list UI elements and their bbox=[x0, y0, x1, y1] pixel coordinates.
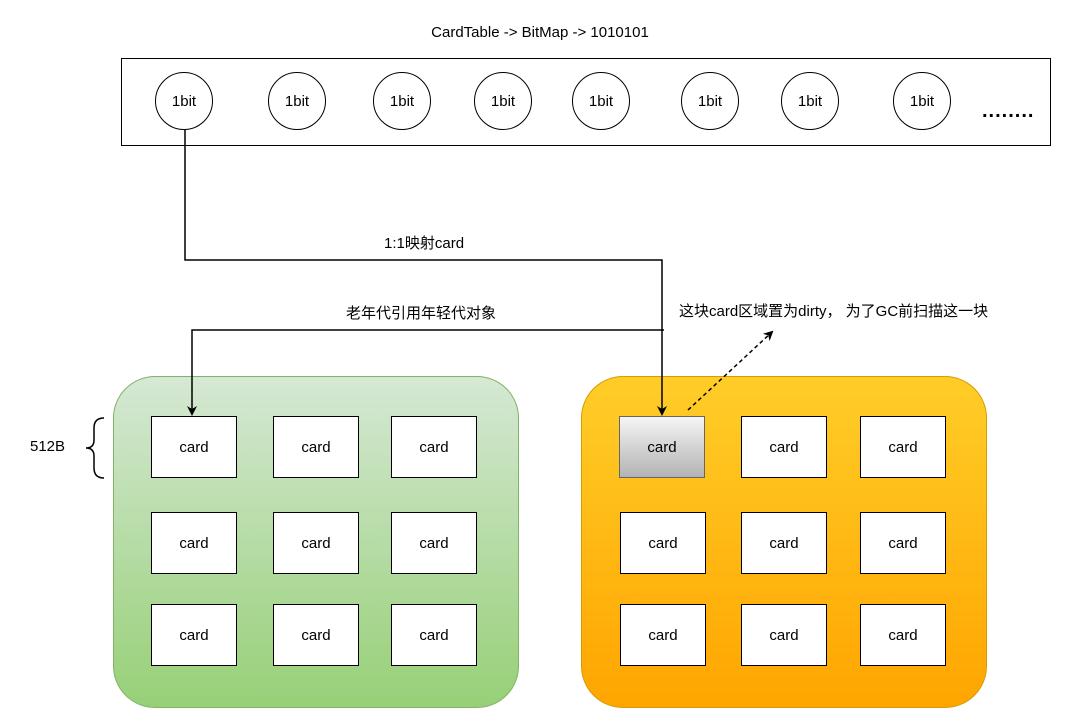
old-card: card bbox=[273, 512, 359, 574]
young-card: card bbox=[860, 512, 946, 574]
old-card: card bbox=[151, 512, 237, 574]
old-card: card bbox=[151, 604, 237, 666]
old-card: card bbox=[391, 512, 477, 574]
old-card: card bbox=[391, 416, 477, 478]
old-card: card bbox=[273, 416, 359, 478]
dirty-note-arrow bbox=[687, 330, 774, 411]
card-size-brace bbox=[85, 417, 105, 479]
bit-cell: 1bit bbox=[474, 72, 532, 130]
young-card: card bbox=[620, 512, 706, 574]
old-card: card bbox=[151, 416, 237, 478]
young-card: card bbox=[741, 604, 827, 666]
young-card: card bbox=[860, 416, 946, 478]
bit-to-card-arrow bbox=[184, 130, 667, 416]
young-card: card bbox=[860, 604, 946, 666]
bit-cell: 1bit bbox=[268, 72, 326, 130]
mapping-label: 1:1映射card bbox=[384, 235, 465, 252]
young-card: card bbox=[741, 416, 827, 478]
bit-cell: 1bit bbox=[781, 72, 839, 130]
dirty-card: card bbox=[619, 416, 705, 478]
bit-cell: 1bit bbox=[572, 72, 630, 130]
bit-cell: 1bit bbox=[681, 72, 739, 130]
bit-cell: 1bit bbox=[893, 72, 951, 130]
old-ref-young-label: 老年代引用年轻代对象 bbox=[346, 305, 497, 322]
bit-cell: 1bit bbox=[155, 72, 213, 130]
diagram-title: CardTable -> BitMap -> 1010101 bbox=[431, 24, 649, 41]
young-card: card bbox=[620, 604, 706, 666]
old-card: card bbox=[273, 604, 359, 666]
old-card: card bbox=[391, 604, 477, 666]
ellipsis: ........ bbox=[982, 100, 1035, 122]
card-size-label: 512B bbox=[30, 438, 66, 455]
old-ref-young-arrow bbox=[187, 329, 664, 416]
young-card: card bbox=[741, 512, 827, 574]
dirty-note-label: 这块card区域置为dirty， 为了GC前扫描这一块 bbox=[679, 303, 989, 320]
bit-cell: 1bit bbox=[373, 72, 431, 130]
